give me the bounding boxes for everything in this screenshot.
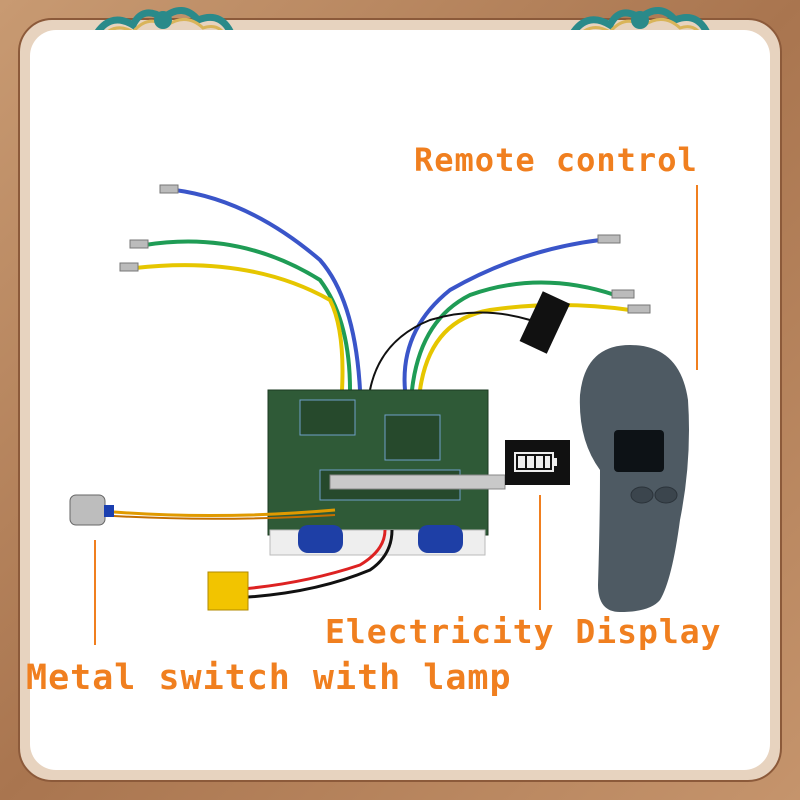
remote-control-label: Remote control — [414, 141, 698, 179]
antenna — [519, 291, 571, 354]
right-motor-wires — [369, 238, 631, 391]
cloud-ornament-right — [566, 7, 714, 43]
cloud-ornament-left — [89, 7, 237, 43]
metal-switch — [69, 494, 336, 526]
wire-terminals — [119, 184, 651, 314]
left-motor-wires — [134, 188, 362, 391]
power-connector — [207, 529, 394, 611]
battery-display-icon — [505, 440, 570, 485]
capacitor-left — [298, 525, 343, 553]
metal-switch-label: Metal switch with lamp — [26, 658, 512, 698]
ribbon-cable — [329, 474, 506, 490]
remote-control-device — [579, 345, 689, 612]
capacitor-right — [418, 525, 463, 553]
photo-canvas — [30, 30, 770, 770]
remote-screen — [614, 430, 664, 472]
esc-kit-illustration — [69, 184, 698, 645]
electricity-display-label: Electricity Display — [325, 612, 722, 651]
